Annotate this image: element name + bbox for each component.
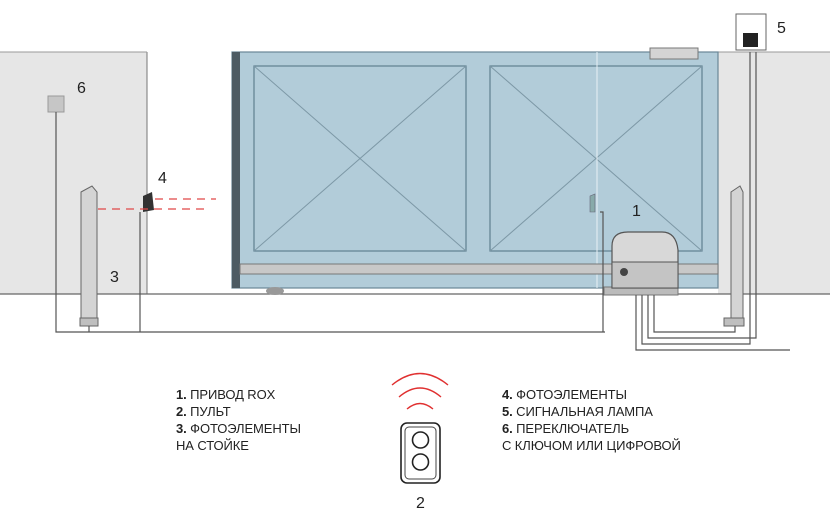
- gate-photocell: [589, 193, 596, 213]
- callout-post-photocells: 3: [110, 269, 119, 286]
- remote-signal-waves: [391, 372, 449, 410]
- legend-right: 4. ФОТОЭЛЕМЕНТЫ 5. СИГНАЛЬНАЯ ЛАМПА 6. П…: [502, 386, 681, 454]
- callout-photocells: 4: [158, 170, 167, 187]
- motor-unit: [603, 231, 679, 296]
- legend-item: НА СТОЙКЕ: [176, 438, 249, 453]
- remote-control: [400, 422, 441, 484]
- left-photocell-post: [79, 185, 99, 327]
- callout-selector: 6: [77, 80, 86, 97]
- legend-left: 1. ПРИВОД ROX 2. ПУЛЬТ 3. ФОТОЭЛЕМЕНТЫ Н…: [176, 386, 301, 454]
- left-wall: [0, 52, 147, 294]
- cabling: [55, 52, 790, 351]
- signal-lamp: [743, 33, 758, 47]
- callout-remote: 2: [416, 495, 425, 512]
- legend-item: 6. ПЕРЕКЛЮЧАТЕЛЬ: [502, 421, 630, 436]
- legend-item: 4. ФОТОЭЛЕМЕНТЫ: [502, 387, 627, 402]
- key-selector: [47, 95, 65, 113]
- legend-item: С КЛЮЧОМ ИЛИ ЦИФРОВОЙ: [502, 438, 681, 453]
- callout-motor: 1: [632, 203, 641, 220]
- wall-photocell: [143, 192, 154, 212]
- legend-item: 2. ПУЛЬТ: [176, 404, 231, 419]
- legend-item: 5. СИГНАЛЬНАЯ ЛАМПА: [502, 404, 653, 419]
- callout-lamp: 5: [777, 20, 786, 37]
- right-photocell-post: [723, 185, 745, 327]
- legend-item: 3. ФОТОЭЛЕМЕНТЫ: [176, 421, 301, 436]
- legend-item: 1. ПРИВОД ROX: [176, 387, 276, 402]
